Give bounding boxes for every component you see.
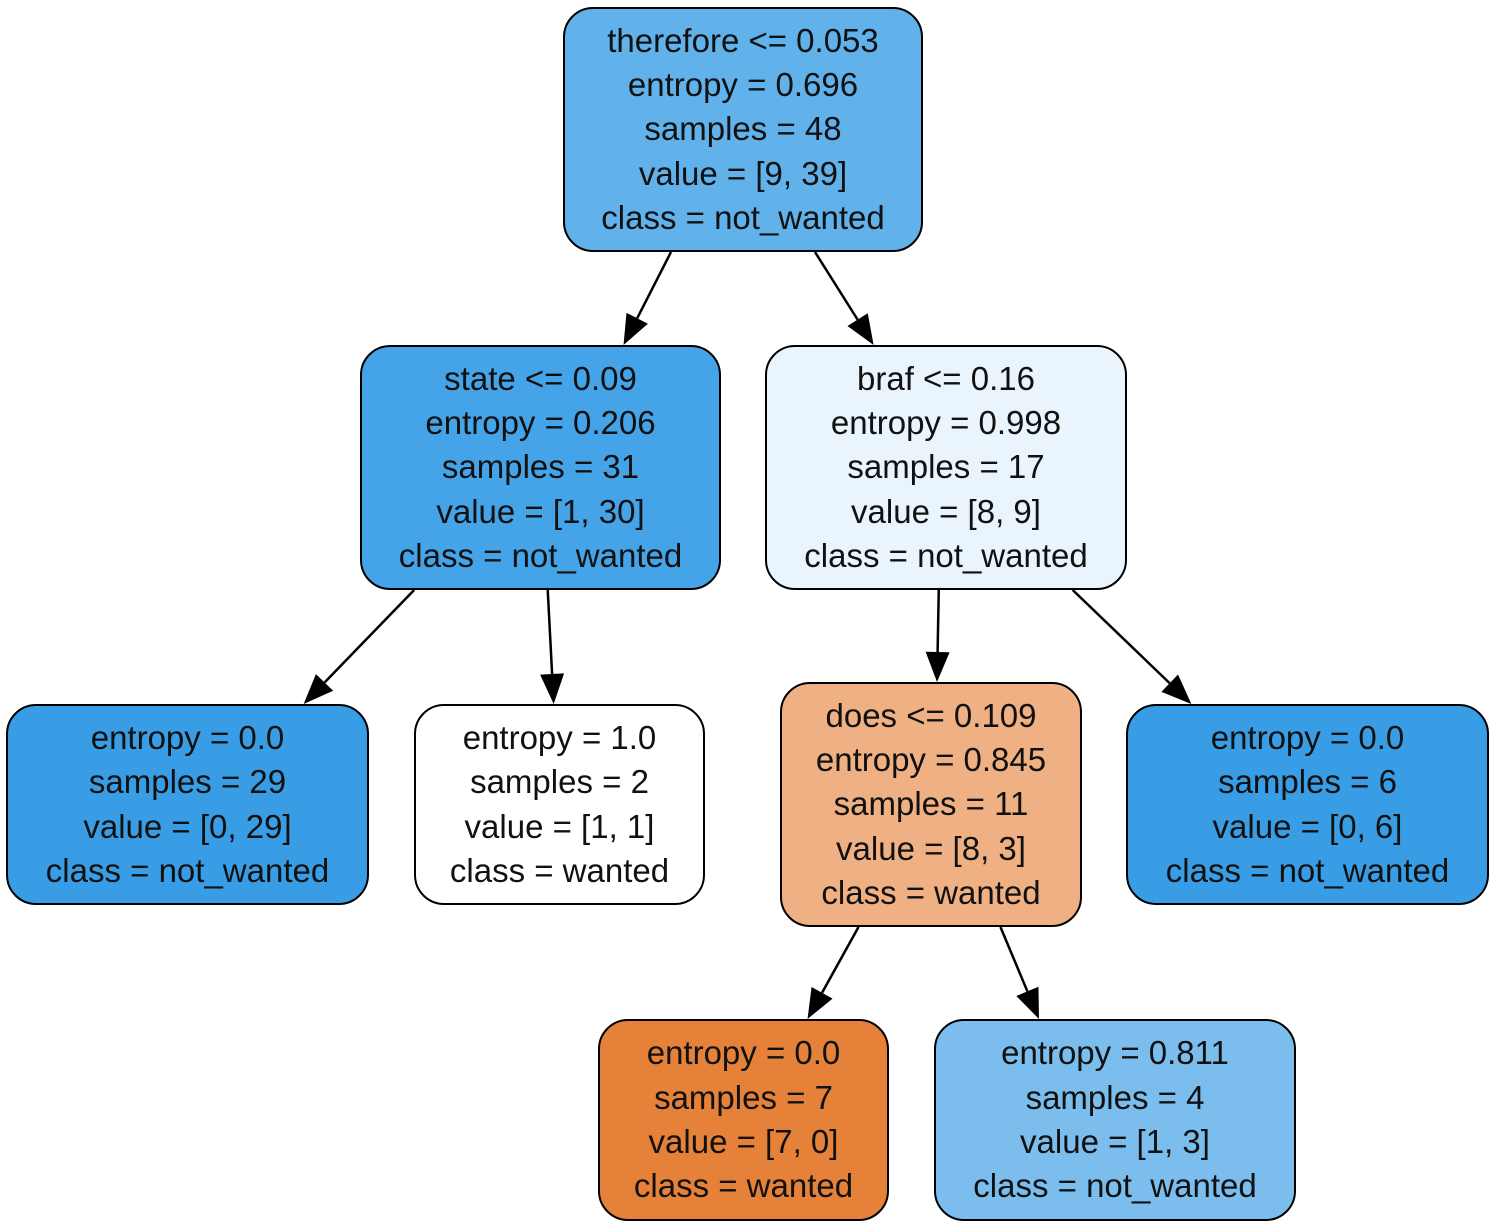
tree-leaf-node: entropy = 0.811 samples = 4 value = [1, … <box>934 1019 1296 1221</box>
tree-leaf-node: entropy = 0.0 samples = 29 value = [0, 2… <box>6 704 369 905</box>
node-value-label: value = [8, 3] <box>836 829 1026 867</box>
node-samples-label: samples = 6 <box>1218 763 1397 801</box>
node-split-label: does <= 0.109 <box>825 696 1037 734</box>
node-entropy-label: entropy = 0.0 <box>1210 718 1405 756</box>
edge-n5-n8 <box>999 926 1029 992</box>
node-class-label: class = not_wanted <box>45 851 330 889</box>
edge-n2-n5 <box>936 589 941 653</box>
edge-n0-n2 <box>813 251 859 321</box>
node-entropy-label: entropy = 0.845 <box>815 741 1047 779</box>
node-entropy-label: entropy = 0.0 <box>90 718 285 756</box>
arrowhead-icon <box>1161 674 1192 704</box>
edge-n5-n7 <box>820 926 860 994</box>
edge-n2-n6 <box>1071 589 1171 685</box>
node-samples-label: samples = 7 <box>654 1078 833 1116</box>
node-class-label: class = not_wanted <box>601 198 885 236</box>
arrowhead-icon <box>847 313 874 345</box>
node-entropy-label: entropy = 1.0 <box>462 718 657 756</box>
node-class-label: class = wanted <box>449 851 670 889</box>
edge-n1-n4 <box>546 589 554 675</box>
arrowhead-icon <box>925 651 950 682</box>
node-split-label: braf <= 0.16 <box>857 359 1035 397</box>
node-value-label: value = [0, 29] <box>83 807 292 845</box>
node-value-label: value = [1, 1] <box>464 807 655 845</box>
node-class-label: class = not_wanted <box>1165 851 1450 889</box>
edge-n0-n1 <box>636 251 673 319</box>
tree-node-braf-split: braf <= 0.16 entropy = 0.998 samples = 1… <box>765 345 1127 590</box>
node-class-label: class = wanted <box>633 1167 854 1205</box>
node-class-label: class = not_wanted <box>804 536 1088 574</box>
arrowhead-icon <box>807 986 833 1019</box>
node-class-label: class = not_wanted <box>973 1167 1257 1205</box>
node-entropy-label: entropy = 0.0 <box>646 1034 841 1072</box>
node-entropy-label: entropy = 0.811 <box>1001 1034 1229 1072</box>
node-samples-label: samples = 2 <box>470 763 649 801</box>
node-value-label: value = [0, 6] <box>1212 807 1403 845</box>
edge-n1-n3 <box>323 589 416 684</box>
node-value-label: value = [1, 3] <box>1020 1123 1210 1160</box>
node-samples-label: samples = 31 <box>441 448 640 486</box>
node-class-label: class = wanted <box>821 873 1041 911</box>
node-samples-label: samples = 48 <box>644 110 842 148</box>
node-value-label: value = [9, 39] <box>638 154 848 192</box>
tree-node-state-split: state <= 0.09 entropy = 0.206 samples = … <box>360 345 721 590</box>
arrowhead-icon <box>303 674 334 704</box>
tree-leaf-node: entropy = 1.0 samples = 2 value = [1, 1]… <box>414 704 705 905</box>
arrowhead-icon <box>540 673 565 704</box>
node-value-label: value = [8, 9] <box>851 492 1041 530</box>
node-split-label: state <= 0.09 <box>444 359 637 397</box>
tree-node-does-split: does <= 0.109 entropy = 0.845 samples = … <box>780 682 1082 927</box>
node-value-label: value = [7, 0] <box>648 1123 839 1160</box>
tree-node-root: therefore <= 0.053 entropy = 0.696 sampl… <box>563 7 923 252</box>
node-samples-label: samples = 17 <box>847 448 1045 486</box>
tree-leaf-node: entropy = 0.0 samples = 7 value = [7, 0]… <box>598 1019 889 1221</box>
node-samples-label: samples = 4 <box>1025 1078 1205 1116</box>
node-class-label: class = not_wanted <box>398 536 683 574</box>
node-entropy-label: entropy = 0.998 <box>830 404 1062 442</box>
tree-leaf-node: entropy = 0.0 samples = 6 value = [0, 6]… <box>1126 704 1489 905</box>
arrowhead-icon <box>623 312 648 345</box>
node-samples-label: samples = 11 <box>833 785 1029 823</box>
node-samples-label: samples = 29 <box>88 763 287 801</box>
node-split-label: therefore <= 0.053 <box>607 21 879 59</box>
node-value-label: value = [1, 30] <box>436 492 645 530</box>
arrowhead-icon <box>1016 986 1039 1019</box>
node-entropy-label: entropy = 0.696 <box>627 66 859 104</box>
node-entropy-label: entropy = 0.206 <box>425 404 656 442</box>
